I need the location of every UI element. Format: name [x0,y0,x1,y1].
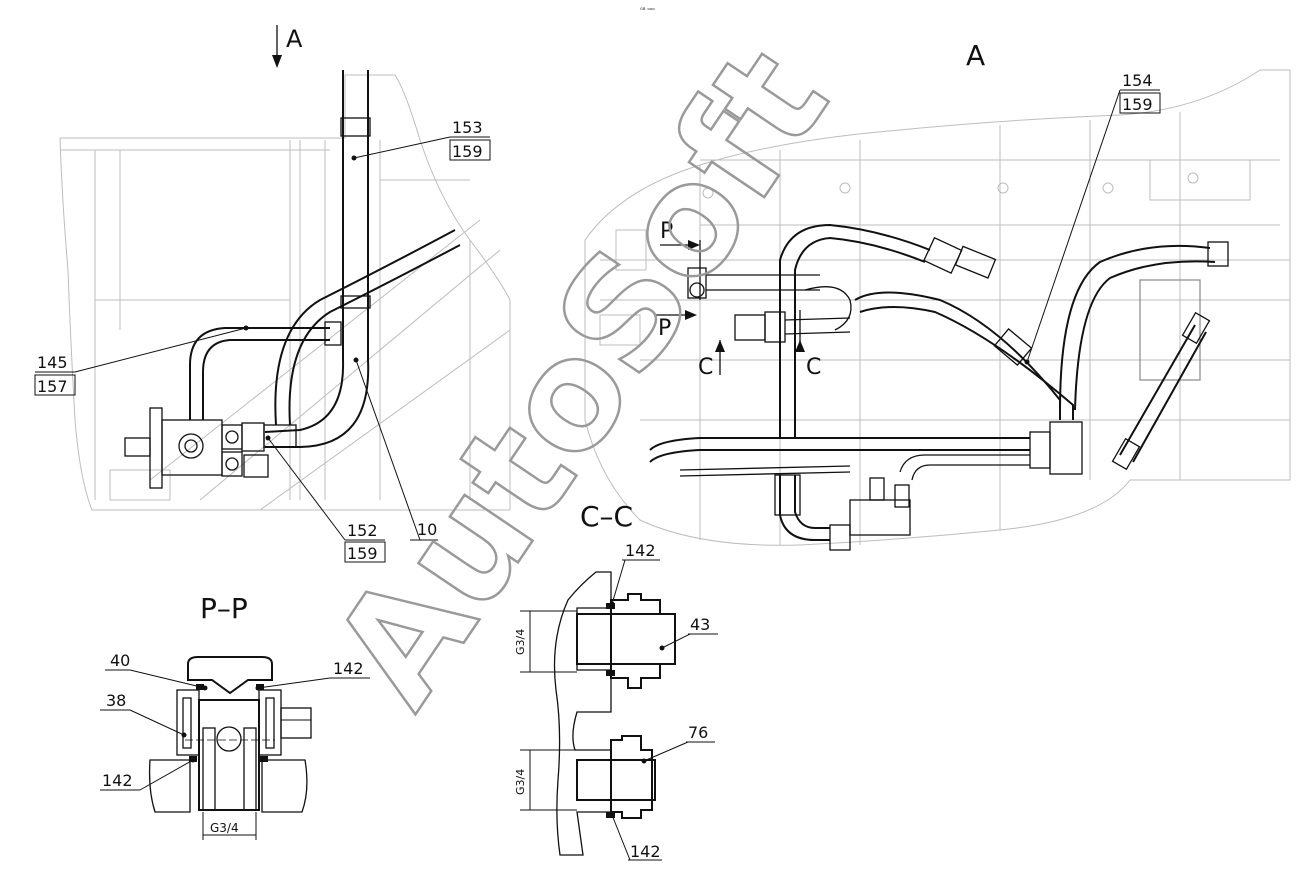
view-arrow-a: A [272,25,303,68]
callout-159-top: 159 [452,142,483,161]
view-a-title: A [966,39,985,72]
view-arrow-a-label: A [286,25,303,53]
header-tiny-label: ᴳᴮ ᵒᵒᵒ [640,7,655,14]
pp-callout-142-bottom: 142 [102,771,133,790]
callout-159-bottom: 159 [347,544,378,563]
section-pp-drawing: G3/4 40 142 38 142 [100,651,370,840]
cc-thread-dim-2: G3/4 [514,769,527,795]
cc-callout-142-bottom: 142 [630,842,661,861]
callout-153: 153 [452,118,483,137]
callout-145: 145 [37,353,68,372]
pp-callout-142-top: 142 [333,659,364,678]
right-view-background [584,69,1291,546]
left-callouts: 153 159 145 157 10 152 159 [34,118,491,563]
callout-152: 152 [347,521,378,540]
callout-10: 10 [417,520,437,539]
cc-callout-76: 76 [688,723,708,742]
cc-callout-43: 43 [690,615,710,634]
section-pp-title: P–P [200,592,248,625]
pp-callout-40: 40 [110,651,130,670]
section-cc-title: C–C [580,500,633,533]
callout-157: 157 [37,377,68,396]
section-markers: P P C C [655,219,821,380]
callout-159-right: 159 [1122,95,1153,114]
pp-thread-dim: G3/4 [210,821,239,835]
mark-p-lower: P [658,316,671,341]
mark-c-right: C [806,355,821,380]
right-view-pipes [649,223,1229,551]
cc-thread-dim-1: G3/4 [514,629,527,655]
left-view-background [59,74,511,511]
section-cc-drawing: G3/4 G3/4 142 43 76 142 [514,541,718,861]
pp-callout-38: 38 [106,691,126,710]
mark-c-left: C [698,355,713,380]
left-view-pipes [124,70,461,489]
mark-p-upper: P [660,219,673,244]
cc-callout-142-top: 142 [625,541,656,560]
callout-154: 154 [1122,71,1153,90]
watermark: AutoSoft [301,20,862,736]
right-callouts: 154 159 [1024,71,1161,365]
